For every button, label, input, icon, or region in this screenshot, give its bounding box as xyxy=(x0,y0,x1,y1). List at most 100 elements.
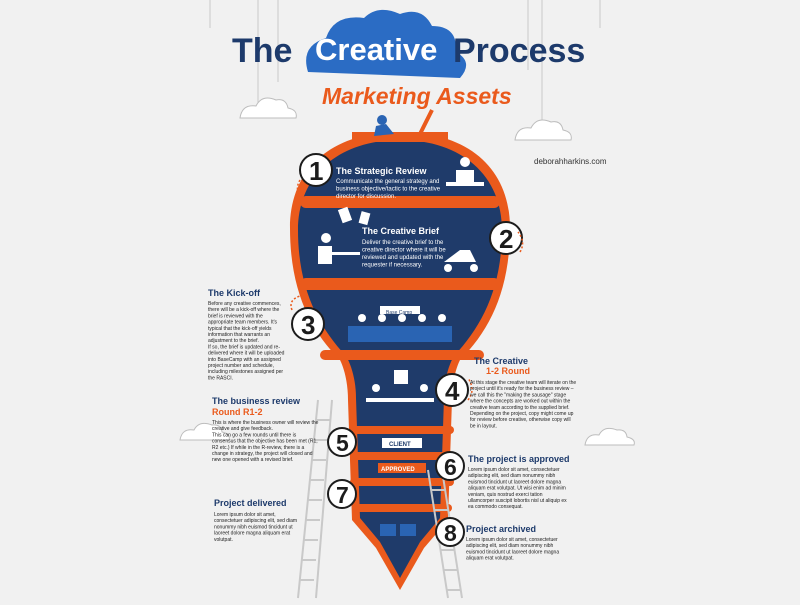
body-line: we call this the "making the sausage" st… xyxy=(470,392,566,398)
step6-body: Lorem ipsum dolor sit amet, consectetuer… xyxy=(468,467,567,510)
scene-illustrations xyxy=(318,157,484,536)
body-line: brief is reviewed with the xyxy=(208,313,263,319)
step4-title: The Creative xyxy=(474,356,528,366)
body-line: This is where the business owner will re… xyxy=(212,420,319,426)
basecamp-label: Base Camp xyxy=(386,310,412,316)
step2-title: The Creative Brief xyxy=(362,226,440,236)
body-line: requester if necessary. xyxy=(362,263,423,269)
body-line: including milestones assigned per xyxy=(208,369,283,375)
bulb-bands xyxy=(300,196,500,512)
body-line: appropriate team members. It's xyxy=(208,320,278,326)
svg-text:5: 5 xyxy=(336,430,349,456)
body-line: typical that the kick-off yields xyxy=(208,326,272,332)
website-label: deborahharkins.com xyxy=(534,157,607,166)
approved-stamp: APPROVED xyxy=(381,467,415,473)
body-line: adjustment to the brief. xyxy=(208,338,259,344)
body-line: new one opened with a revised brief. xyxy=(212,457,293,463)
body-line: where the concepts are worked out within… xyxy=(470,399,571,405)
title-cloud-icon xyxy=(306,9,467,78)
svg-text:8: 8 xyxy=(444,520,457,546)
step-badge-3: 3 xyxy=(291,307,325,341)
client-label: CLIENT xyxy=(389,442,411,448)
ladder-icon xyxy=(297,399,333,599)
cloud-icon xyxy=(179,422,230,441)
body-line: Lorem ipsum dolor sit amet, consectetuer xyxy=(466,537,558,543)
body-line: creative team according to the supplied … xyxy=(470,405,570,411)
body-line: information that warrants an xyxy=(208,332,270,338)
step-badge-1: 1 xyxy=(299,153,333,187)
body-line: creative director where it will be xyxy=(362,248,446,254)
subtitle: Marketing Assets xyxy=(322,83,512,109)
body-line: delivered where it will be uploaded xyxy=(208,351,285,357)
body-line: volutpat. xyxy=(214,537,233,543)
step1-title: The Strategic Review xyxy=(336,166,428,176)
step-badge-7: 7 xyxy=(327,479,357,509)
step8-title: Project archived xyxy=(466,524,536,534)
step7-body: Lorem ipsum dolor sit amet,consectetuer … xyxy=(214,512,297,543)
body-line: Lorem ipsum dolor sit amet, consectetuer xyxy=(468,467,560,473)
body-line: R2 etc.) If while in the R-review, there… xyxy=(212,445,304,451)
step1-body: Communicate the general strategy and busi… xyxy=(336,179,441,200)
climber-figure-icon xyxy=(352,109,448,142)
body-line: consectetuer adipiscing elit, sed diam xyxy=(214,518,297,524)
body-line: project number and schedule, xyxy=(208,363,274,369)
body-line: nonummy nibh euismod tincidunt ut xyxy=(214,524,293,530)
body-line: Deliver the creative brief to the xyxy=(362,240,444,246)
step-badge-5: 5 xyxy=(327,427,357,457)
body-line: project until it's ready for the busines… xyxy=(470,386,574,392)
body-line: the RASCI. xyxy=(208,375,233,381)
svg-text:1: 1 xyxy=(309,156,323,186)
step-badge-6: 6 xyxy=(435,451,465,481)
body-line: ullamcorper suscipit lobortis nisl ut al… xyxy=(468,498,567,504)
step-badge-2: 2 xyxy=(489,221,523,255)
body-line: business objective/tactic to the creativ… xyxy=(336,187,441,193)
body-line: This can go a few rounds until there is xyxy=(212,432,297,438)
body-line: creative and give feedback. xyxy=(212,426,273,432)
step7-title: Project delivered xyxy=(214,498,287,508)
body-line: adipiscing elit, sed diam nonummy nibh xyxy=(466,543,553,549)
body-line: into BaseCamp with an assigned xyxy=(208,357,281,363)
title-process: Process xyxy=(453,32,585,70)
title-creative: Creative xyxy=(315,32,437,67)
body-line: be in layout. xyxy=(470,423,497,429)
step4-body: At this stage the creative team will ite… xyxy=(470,380,576,429)
step3-title: The Kick-off xyxy=(208,288,261,298)
body-line: adipiscing elit, sed diam nonummy nibh xyxy=(468,473,555,479)
body-line: Communicate the general strategy and xyxy=(336,179,439,185)
cloud-icon xyxy=(239,97,297,119)
svg-text:2: 2 xyxy=(499,224,513,254)
body-line: laoreet dolore magna aliquam erat xyxy=(214,531,291,537)
body-line: euismod tincidunt ut laoreet dolore magn… xyxy=(466,549,559,555)
step-badge-4: 4 xyxy=(435,373,469,407)
svg-text:7: 7 xyxy=(336,482,349,508)
svg-text:4: 4 xyxy=(445,376,460,406)
body-line: aliquam erat volutpat. xyxy=(466,556,514,562)
step5-body: This is where the business owner will re… xyxy=(212,420,319,463)
body-line: Depending on the project, copy might com… xyxy=(470,411,574,417)
cloud-icon xyxy=(514,119,572,141)
body-line: Lorem ipsum dolor sit amet, xyxy=(214,512,276,518)
step3-body: Before any creative commences,there will… xyxy=(208,301,285,381)
body-line: veniam, quis nostrud exerci tation xyxy=(468,492,543,498)
body-line: If so, the brief is updated and re- xyxy=(208,344,280,350)
svg-text:6: 6 xyxy=(444,454,457,480)
body-line: ea commodo consequat. xyxy=(468,504,523,510)
step6-title: The project is approved xyxy=(468,454,570,464)
flow-arrows xyxy=(290,179,524,401)
body-line: At this stage the creative team will ite… xyxy=(470,380,576,386)
body-line: director for discussion. xyxy=(336,194,396,200)
body-line: for review before creative, otherwise co… xyxy=(470,417,571,423)
step-badge-8: 8 xyxy=(435,517,465,547)
hanging-strings xyxy=(209,0,601,125)
step2-body: Deliver the creative brief to the creativ… xyxy=(362,240,446,269)
body-line: aliquam erat volutpat. Ut wisi enim ad m… xyxy=(468,486,566,492)
body-line: there will be a kick-off where the xyxy=(208,307,280,313)
body-line: euismod tincidunt ut laoreet dolore magn… xyxy=(468,479,561,485)
body-line: Before any creative commences, xyxy=(208,301,281,307)
body-line: change in strategy, the project will clo… xyxy=(212,451,313,457)
body-line: reviewed and updated with the xyxy=(362,255,444,261)
step4-title-round: 1-2 Round xyxy=(486,366,530,376)
step5-title-round: Round R1-2 xyxy=(212,407,263,417)
step5-title: The business review xyxy=(212,396,301,406)
